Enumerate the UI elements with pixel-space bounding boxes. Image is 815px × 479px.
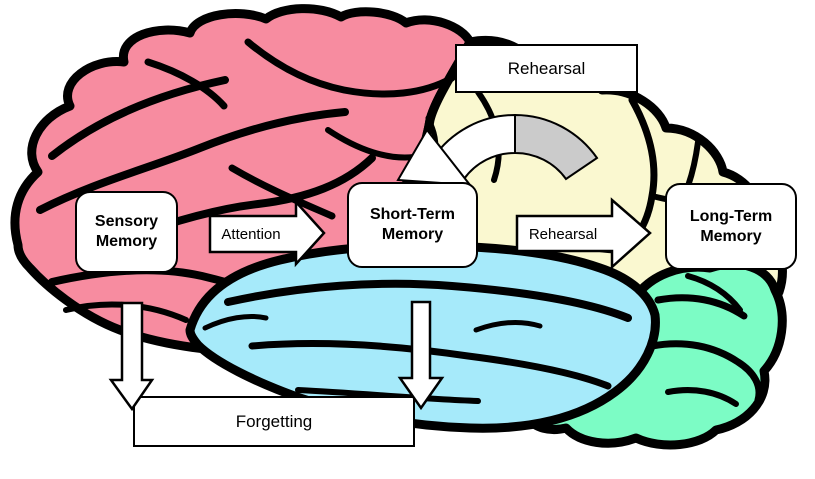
short-term-memory-label: Short-Term Memory [369,206,456,243]
rehearsal-top-label: Rehearsal [507,58,586,78]
rehearsal-arrow-label: Rehearsal [528,225,598,243]
long-term-memory-box: Long-Term Memory [665,183,797,270]
attention-arrow [208,198,326,268]
rehearsal-top-box: Rehearsal [455,44,638,93]
sensory-memory-label: Sensory Memory [94,213,159,250]
sensory-memory-box: Sensory Memory [75,191,178,273]
attention-arrow-label: Attention [221,225,281,243]
rehearsal-loop-gray-band [514,113,599,181]
short-term-memory-box: Short-Term Memory [347,182,478,268]
rehearsal-arrow [515,197,652,270]
forgetting-box: Forgetting [133,396,415,447]
forgetting-label: Forgetting [235,411,313,431]
occipital-sulci [648,273,763,407]
temporal-sulci [202,279,632,404]
rehearsal-loop-arrow [396,113,599,187]
long-term-memory-label: Long-Term Memory [689,207,773,245]
